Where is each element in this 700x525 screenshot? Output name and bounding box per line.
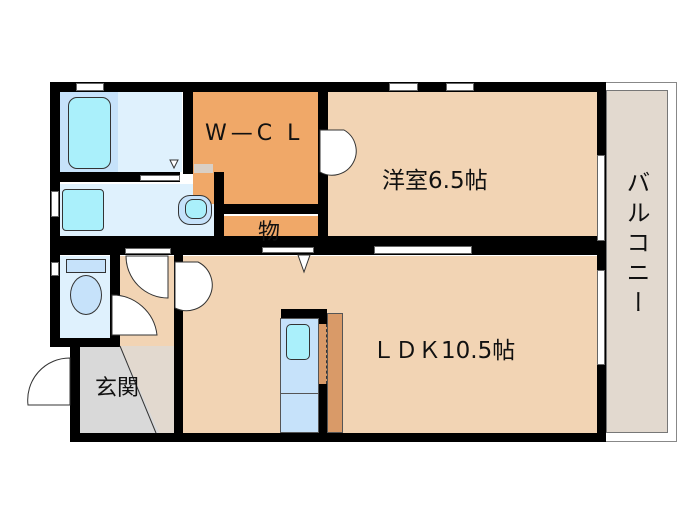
wall-right	[597, 82, 606, 442]
wall-bath-bottom	[50, 172, 180, 182]
wall-bottom	[70, 433, 606, 442]
storage-label: 物	[258, 220, 281, 245]
washbasin	[62, 189, 104, 231]
kitchen-sink	[286, 324, 310, 360]
kitchen-shelf-dots	[319, 324, 327, 384]
wall-ldk-left	[174, 255, 183, 442]
wall-toilet-bottom	[50, 338, 120, 347]
balcony-label: バルコニー	[622, 170, 650, 320]
toilet-bowl	[70, 275, 102, 315]
wcl-label: W—C L	[205, 121, 304, 146]
ldk-label: ＬＤＫ10.5帖	[372, 338, 516, 364]
door-opening-hall[interactable]	[125, 248, 171, 254]
wall-wcl-bottom	[214, 204, 324, 214]
sliding-door-western[interactable]	[374, 246, 472, 254]
kitchen-divider	[280, 393, 319, 394]
balcony-floor	[606, 90, 668, 433]
window-western-1	[389, 83, 418, 91]
bathtub	[68, 97, 111, 169]
kitchen-shelf	[327, 313, 343, 433]
door-opening-bath[interactable]	[140, 175, 180, 181]
bath-area	[118, 92, 182, 172]
wall-wcl-left	[183, 82, 193, 174]
door-opening-storage[interactable]	[262, 247, 314, 253]
western-room-label: 洋室6.5帖	[382, 168, 488, 194]
window-ldk-balcony[interactable]	[597, 270, 605, 365]
window-bath	[76, 83, 104, 91]
wall-kitchen-top	[281, 309, 327, 318]
window-western-2	[446, 83, 474, 91]
entrance-label: 玄関	[95, 376, 140, 401]
western-room	[327, 92, 597, 242]
wall-entrance-left	[70, 338, 80, 442]
washing-machine	[185, 199, 207, 219]
window-western-balcony[interactable]	[597, 155, 605, 241]
window-toilet	[51, 262, 59, 276]
toilet-tank	[66, 259, 106, 273]
window-wash	[51, 191, 59, 217]
ldk-room	[182, 256, 597, 433]
wall-ldk-top	[50, 245, 605, 255]
